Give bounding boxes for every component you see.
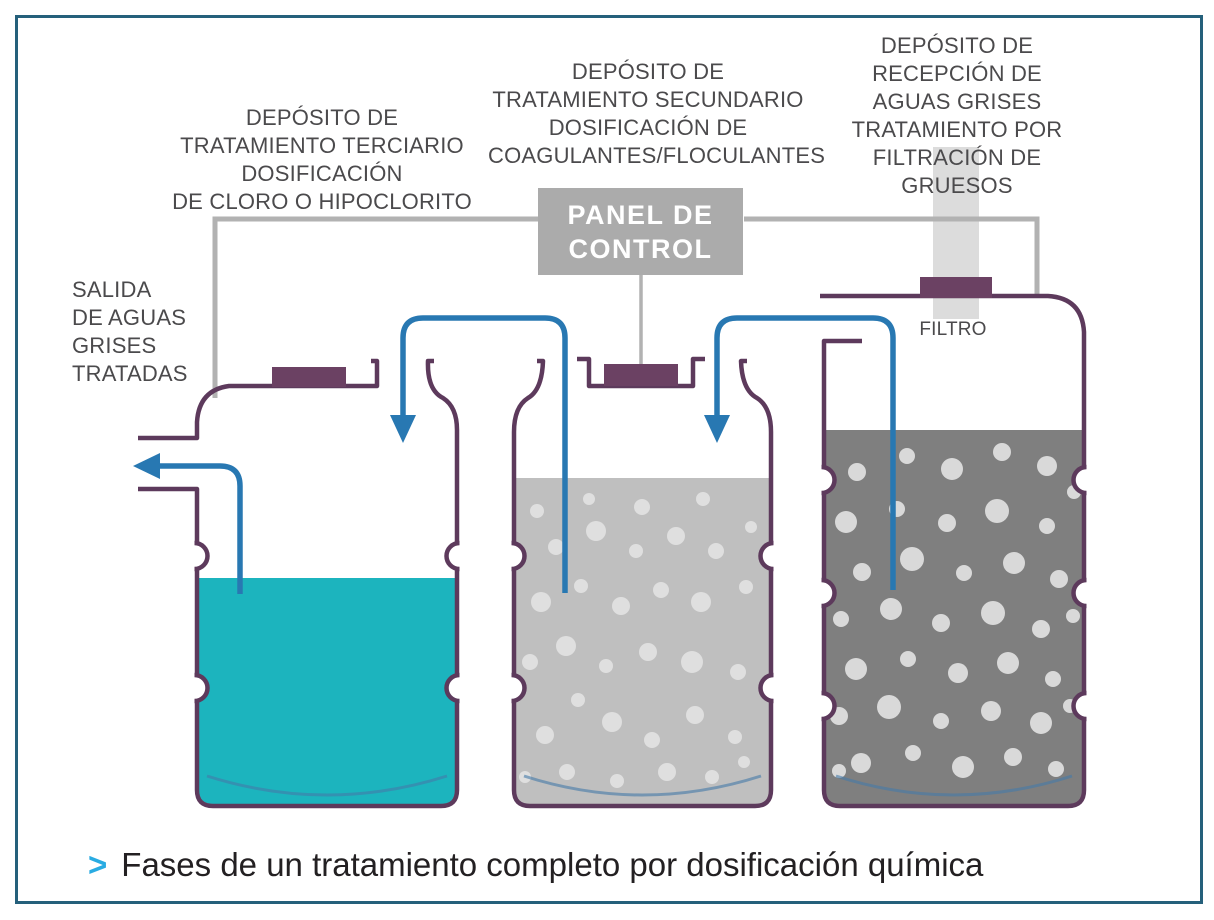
reception-tank-outline: [820, 293, 1087, 809]
caption-text: Fases de un tratamiento completo por dos…: [121, 846, 984, 883]
secondary-tank-floor-arc: [523, 774, 762, 797]
pipe-outlet: [158, 463, 243, 594]
figure-border: [15, 15, 1203, 904]
label-tank-secondary: DEPÓSITO DE TRATAMIENTO SECUNDARIO DOSIF…: [488, 59, 826, 168]
reception-tank-filter-cap: [920, 277, 992, 298]
secondary-tank-notches: [511, 540, 774, 704]
reception-tank-floor-arc: [835, 774, 1073, 797]
reception-tank-notches: [821, 464, 1087, 722]
arrow-down-tertiary-icon: [390, 415, 416, 443]
tertiary-tank-water: [199, 578, 455, 804]
label-outlet: SALIDA DE AGUAS GRISES TRATADAS: [72, 277, 188, 386]
label-tank-reception: DEPÓSITO DE RECEPCIÓN DE AGUAS GRISES TR…: [851, 33, 1063, 198]
secondary-tank-cap: [604, 364, 678, 386]
connector-left: [212, 216, 538, 398]
label-tank-tertiary: DEPÓSITO DE TRATAMIENTO TERCIARIO DOSIFI…: [172, 105, 472, 214]
secondary-tank-water: [516, 478, 769, 804]
tertiary-tank-cap: [272, 367, 346, 387]
label-filter: FILTRO: [919, 319, 987, 340]
flow-arrowheads: [133, 415, 730, 479]
arrow-left-icon: [133, 453, 160, 479]
pipe-reception-to-secondary: [714, 315, 896, 590]
arrow-down-secondary-icon: [704, 415, 730, 443]
connector-right: [744, 216, 1040, 298]
control-panel-box: PANEL DE CONTROL: [538, 188, 743, 275]
tertiary-tank-floor-arc: [206, 774, 448, 797]
reception-tank-bubbles: [830, 443, 1081, 778]
caption-chevron-icon: >: [88, 846, 108, 883]
tertiary-tank-notches: [194, 540, 460, 704]
figure-caption: > Fases de un tratamiento completo por do…: [88, 846, 983, 884]
reception-tank-water: [826, 430, 1082, 804]
panel-connectors: [212, 216, 1040, 398]
secondary-tank-bubbles: [519, 492, 757, 788]
flow-pipes: [158, 315, 896, 594]
pipe-secondary-to-tertiary: [400, 315, 568, 593]
